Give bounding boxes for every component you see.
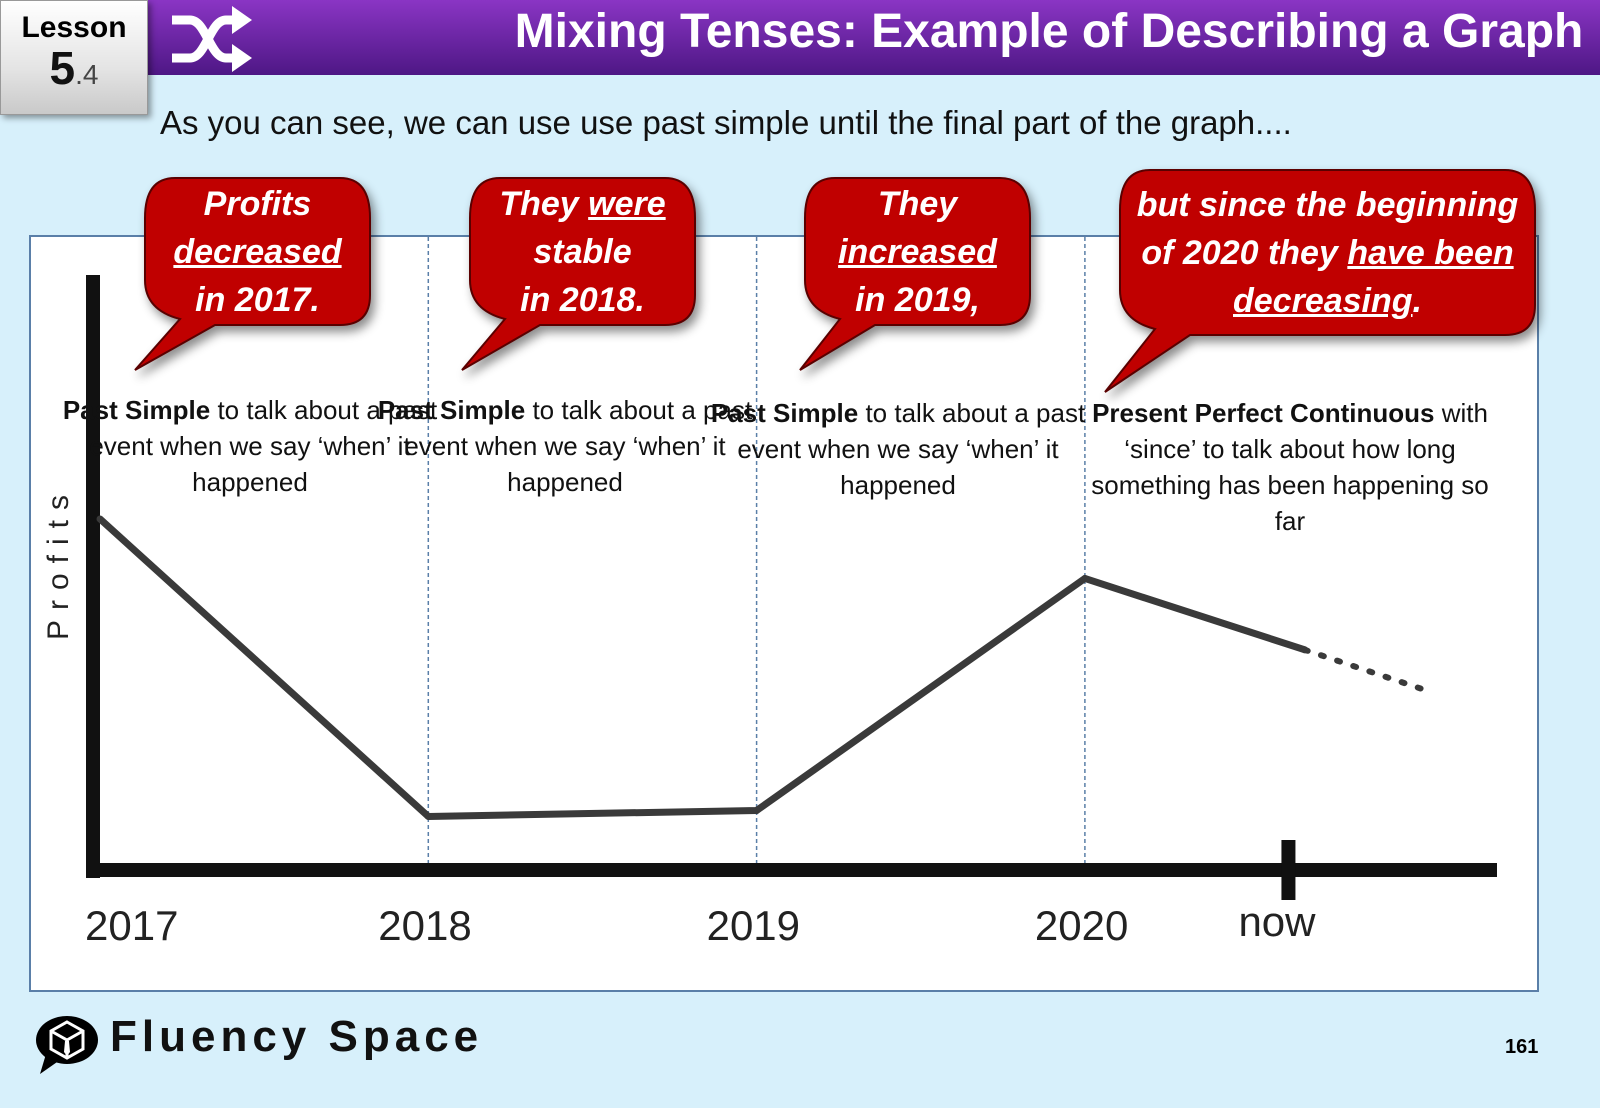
projection-dotted-line <box>1301 646 1433 695</box>
lesson-major: 5 <box>49 42 76 94</box>
tense-usage: to talk about a past event when we say ‘… <box>89 395 438 497</box>
bubble-text: Profits decreased in 2017. <box>145 180 370 324</box>
shuffle-icon <box>172 6 252 72</box>
x-tick-label: 2019 <box>706 902 801 949</box>
bubble-segment: were <box>588 184 666 223</box>
data-point <box>1081 574 1089 582</box>
x-tick-label: 2020 <box>1034 902 1129 949</box>
lesson-label: Lesson <box>21 11 127 44</box>
data-point <box>424 812 432 820</box>
bubble-segment: Profits <box>203 184 312 223</box>
x-tick-label: 2017 <box>85 902 179 949</box>
bubble-segment: They <box>877 184 958 223</box>
data-point <box>96 515 104 523</box>
y-axis-label: Profits <box>42 484 75 640</box>
speech-bubble <box>461 177 696 371</box>
bubble-segment: of 2020 they <box>1141 233 1348 272</box>
tense-name: Present Perfect Continuous <box>1092 398 1435 428</box>
bubble-segment: They <box>499 184 589 223</box>
profits-line <box>97 516 1306 820</box>
bubble-segment: increased <box>838 232 997 271</box>
bubble-segment: decreasing <box>1233 281 1413 320</box>
speech-bubble <box>134 177 371 371</box>
tense-name: Past Simple <box>377 395 526 425</box>
tense-description: Past Simple to talk about a past event w… <box>375 392 755 500</box>
bubble-segment: stable <box>533 232 632 271</box>
x-tick-label: 2018 <box>378 902 472 949</box>
bubble-text: but since the beginning of 2020 they have… <box>1120 181 1535 325</box>
tense-usage: to talk about a past event when we say ‘… <box>404 395 753 497</box>
tense-description: Past Simple to talk about a past event w… <box>60 392 440 500</box>
bubble-text: They increased in 2019, <box>805 180 1030 324</box>
lesson-badge: Lesson 5.4 <box>0 0 148 115</box>
x-tick-label: now <box>1238 898 1316 945</box>
page-title: Mixing Tenses: Example of Describing a G… <box>514 5 1584 58</box>
bubble-segment: have been <box>1347 233 1514 272</box>
brand-name: Fluency Space <box>110 1012 484 1061</box>
fluency-space-logo-icon <box>36 1016 98 1074</box>
bubble-segment: decreased <box>173 232 342 271</box>
data-point <box>753 807 761 814</box>
tense-usage: with ‘since’ to talk about how long some… <box>1091 398 1489 536</box>
bubble-segment: but since the beginning <box>1136 185 1519 224</box>
subtitle: As you can see, we can use use past simp… <box>160 104 1292 141</box>
tense-description: Present Perfect Continuous with ‘since’ … <box>1090 395 1490 539</box>
speech-bubble <box>1104 169 1536 393</box>
bubble-segment: in 2017. <box>195 280 320 319</box>
tense-usage: to talk about a past event when we say ‘… <box>737 398 1086 500</box>
bubble-segment: in 2019, <box>855 280 980 319</box>
title-bar: Mixing Tenses: Example of Describing a G… <box>148 0 1600 75</box>
tense-name: Past Simple <box>62 395 211 425</box>
page-number: 161 <box>1505 1036 1539 1058</box>
bubble-segment: in 2018. <box>520 280 645 319</box>
bubble-text: They were stable in 2018. <box>470 180 695 324</box>
tense-name: Past Simple <box>710 398 859 428</box>
lesson-minor: .4 <box>75 59 99 90</box>
tense-description: Past Simple to talk about a past event w… <box>708 395 1088 503</box>
bubble-segment: . <box>1412 281 1422 320</box>
speech-bubble <box>799 177 1031 371</box>
